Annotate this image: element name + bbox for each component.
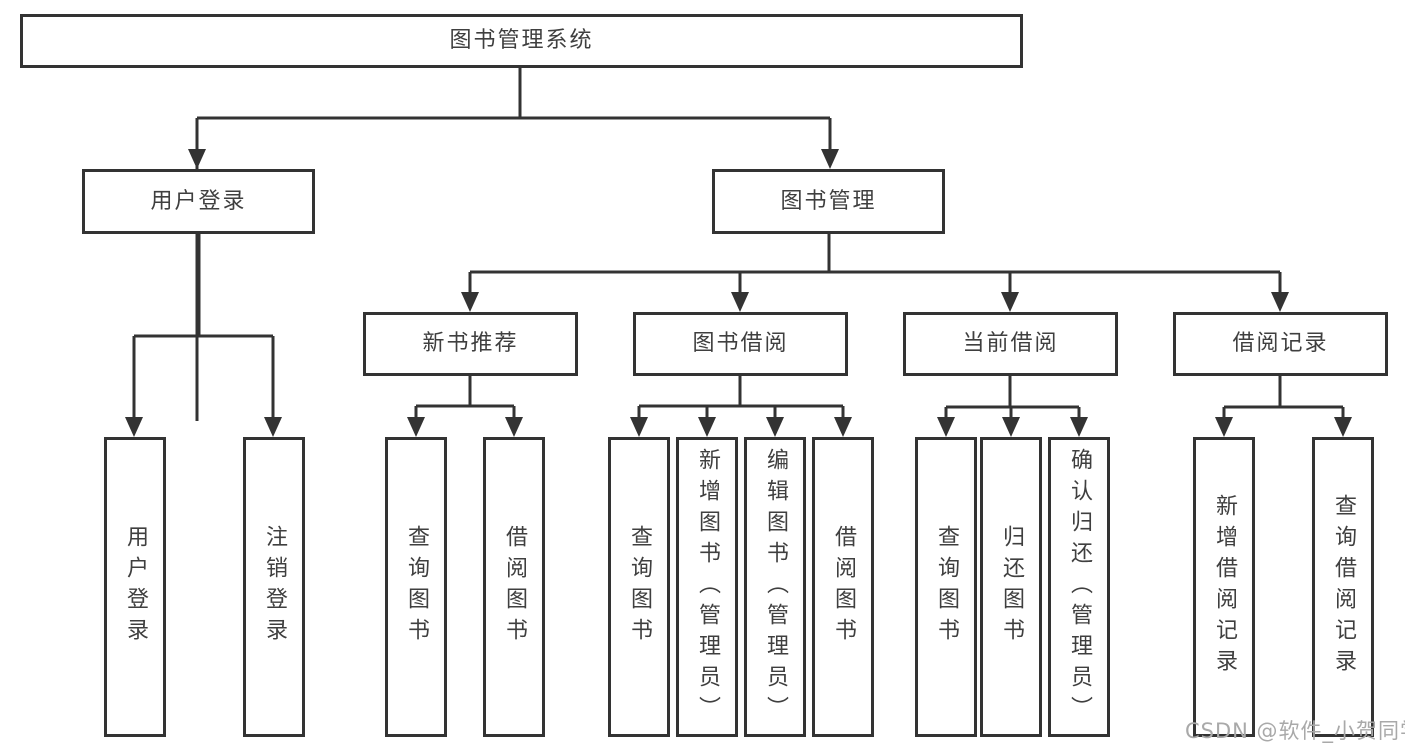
leaf-query-book-recommend: 查询图书 [385,437,447,737]
arrowhead [461,292,479,312]
node-book-management: 图书管理 [712,169,945,234]
leaf-query-borrow-record: 查询借阅记录 [1312,437,1374,737]
arrowhead [1070,417,1088,437]
node-library-management-system: 图书管理系统 [20,14,1023,68]
arrowhead [766,417,784,437]
arrowhead [698,417,716,437]
arrowhead [1334,417,1352,437]
connector-book-borrow-children [637,376,845,421]
node-borrow-records: 借阅记录 [1173,312,1388,376]
arrowhead [731,292,749,312]
arrowhead [630,417,648,437]
leaf-query-book-borrow: 查询图书 [608,437,670,737]
leaf-logout: 注销登录 [243,437,305,737]
leaf-borrow-book: 借阅图书 [812,437,874,737]
leaf-edit-book-admin: 编辑图书（管理员） [744,437,806,737]
arrowhead [937,417,955,437]
arrowhead [125,417,143,437]
arrowhead [1215,417,1233,437]
arrowhead [834,417,852,437]
arrowhead [1001,292,1019,312]
arrowhead [1002,417,1020,437]
connector-borrow-records-children [1222,376,1345,421]
leaf-user-login: 用户登录 [104,437,166,737]
arrowhead [821,149,839,169]
connector-new-rec-children [414,376,516,421]
connector-book-mgmt-sections [468,234,1282,296]
leaf-borrow-book-recommend: 借阅图书 [483,437,545,737]
leaf-add-borrow-record: 新增借阅记录 [1193,437,1255,737]
node-current-borrow: 当前借阅 [903,312,1118,376]
leaf-confirm-return-admin: 确认归还（管理员） [1048,437,1110,737]
node-book-borrow: 图书借阅 [633,312,848,376]
connector-user-login-children [132,234,275,421]
csdn-watermark: CSDN @软件_小贺同学 [1185,719,1405,743]
connector-current-borrow-children [944,376,1081,421]
arrowhead [264,417,282,437]
arrowhead [188,149,206,169]
node-new-book-recommend: 新书推荐 [363,312,578,376]
leaf-add-book-admin: 新增图书（管理员） [676,437,738,737]
node-user-login: 用户登录 [82,169,315,234]
leaf-query-book-current: 查询图书 [915,437,977,737]
arrowhead [1271,292,1289,312]
leaf-return-book: 归还图书 [980,437,1042,737]
connector-root-to-level2 [195,68,832,421]
arrowhead [505,417,523,437]
arrowhead [407,417,425,437]
